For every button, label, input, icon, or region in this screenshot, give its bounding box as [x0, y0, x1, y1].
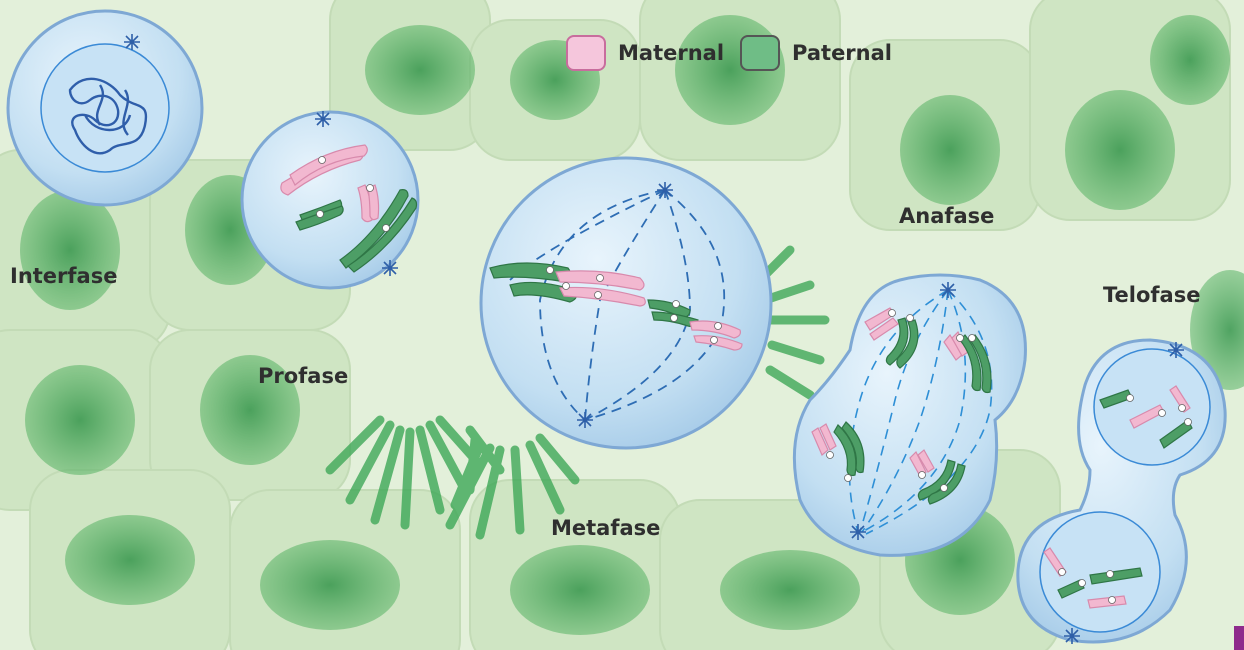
centrosome-star-icon [1064, 628, 1080, 644]
interphase-cell [8, 11, 202, 205]
paternal-swatch [740, 35, 780, 71]
prophase-cell [242, 111, 418, 288]
legend-label-paternal: Paternal [792, 41, 892, 65]
label-metaphase: Metafase [551, 516, 660, 540]
centrosome-star-icon [577, 412, 593, 428]
legend-item-maternal: Maternal [566, 35, 730, 71]
label-anaphase: Anafase [899, 204, 994, 228]
label-telophase: Telofase [1103, 283, 1200, 307]
centrosome-star-icon [657, 182, 673, 198]
centrosome-star-icon [1168, 342, 1184, 358]
legend-label-maternal: Maternal [618, 41, 724, 65]
legend: Maternal Paternal [566, 34, 898, 72]
legend-item-paternal: Paternal [740, 35, 898, 71]
label-interphase: Interfase [10, 264, 117, 288]
maternal-swatch [566, 35, 606, 71]
metaphase-cell [481, 158, 771, 448]
label-prophase: Profase [258, 364, 348, 388]
centrosome-star-icon [850, 524, 866, 540]
centrosome-star-icon [124, 34, 140, 50]
corner-accent [1234, 626, 1244, 650]
centrosome-star-icon [382, 260, 398, 276]
centrosome-star-icon [315, 111, 331, 127]
centrosome-star-icon [940, 282, 956, 298]
